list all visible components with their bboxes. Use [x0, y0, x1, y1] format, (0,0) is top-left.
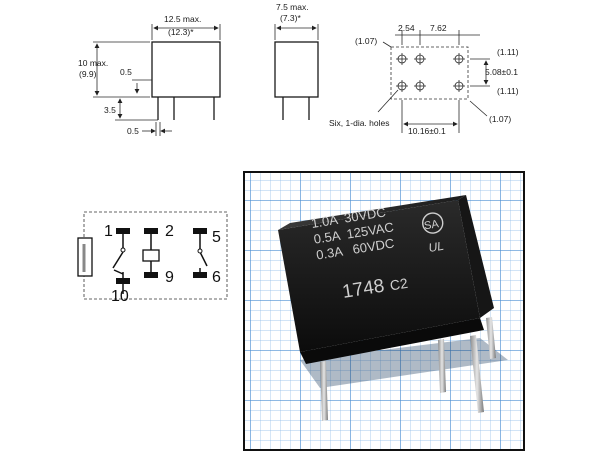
pcb-hole: [414, 80, 426, 92]
pcb-pitch-a: 2.54: [398, 23, 415, 33]
side-width-label: 7.5 max.: [276, 2, 309, 12]
front-view-body: [151, 41, 221, 98]
pcb-hole: [453, 80, 465, 92]
pin-label-1: 1: [104, 223, 113, 240]
pin-label-9: 9: [165, 269, 174, 286]
pin-label-10: 10: [111, 288, 129, 305]
pcb-hole: [453, 53, 465, 65]
schematic-pad-9: [144, 272, 158, 278]
schematic-pad-10: [116, 278, 130, 284]
schematic-coil-element: [142, 249, 160, 262]
pcb-right-mid: (1.11): [497, 86, 519, 96]
pin-label-6: 6: [212, 269, 221, 286]
front-view: 12.5 max. (12.3)* 10 max. (9.9) 0.5 3.5 …: [78, 14, 221, 136]
front-gap-label: 0.5: [120, 67, 132, 77]
schematic-pad-6: [193, 272, 207, 278]
schematic-pad-2: [144, 228, 158, 234]
pcb-bottom-span: 10.16±0.1: [408, 126, 446, 136]
relay-pins: [320, 317, 496, 421]
side-width-nominal: (7.3)*: [280, 13, 301, 23]
pcb-layout: 2.54 7.62 (1.07) (1.11) 5.08±0.1 (1.11) …: [329, 23, 519, 136]
pcb-pitch-b: 7.62: [430, 23, 447, 33]
front-width-label: 12.5 max.: [164, 14, 201, 24]
pcb-hole: [396, 80, 408, 92]
front-height-nominal: (9.9): [79, 69, 97, 79]
side-view-body: [274, 41, 319, 98]
front-pin-length-label: 3.5: [104, 105, 116, 115]
relay-body: [278, 195, 508, 388]
pcb-outline: [390, 46, 469, 100]
pcb-hole: [396, 53, 408, 65]
pcb-holes-note: Six, 1-dia. holes: [329, 118, 389, 128]
variant-code: C2: [389, 275, 409, 294]
pcb-right-span: 5.08±0.1: [485, 67, 518, 77]
schematic-pad-1: [116, 228, 130, 234]
pin-label-2: 2: [165, 223, 174, 240]
schematic: 1 2 5 10 9 6: [77, 211, 228, 305]
front-pin-width-label: 0.5: [127, 126, 139, 136]
ul-mark: UL: [427, 239, 444, 255]
component-photo: 1.0A 30VDC 0.5A 125VAC 0.3A 60VDC 1748 C…: [243, 171, 525, 451]
csa-mark: [422, 212, 444, 234]
csa-mark-text: SA: [423, 218, 440, 232]
pcb-right-top: (1.11): [497, 47, 519, 57]
pcb-hole: [414, 53, 426, 65]
pin-label-5: 5: [212, 229, 221, 246]
schematic-pad-5: [193, 228, 207, 234]
pcb-right-bottom: (1.07): [489, 114, 511, 124]
side-view: 7.5 max. (7.3)*: [274, 2, 319, 120]
front-width-nominal: (12.3)*: [168, 27, 194, 37]
pcb-left-top: (1.07): [355, 36, 377, 46]
front-height-label: 10 max.: [78, 58, 108, 68]
